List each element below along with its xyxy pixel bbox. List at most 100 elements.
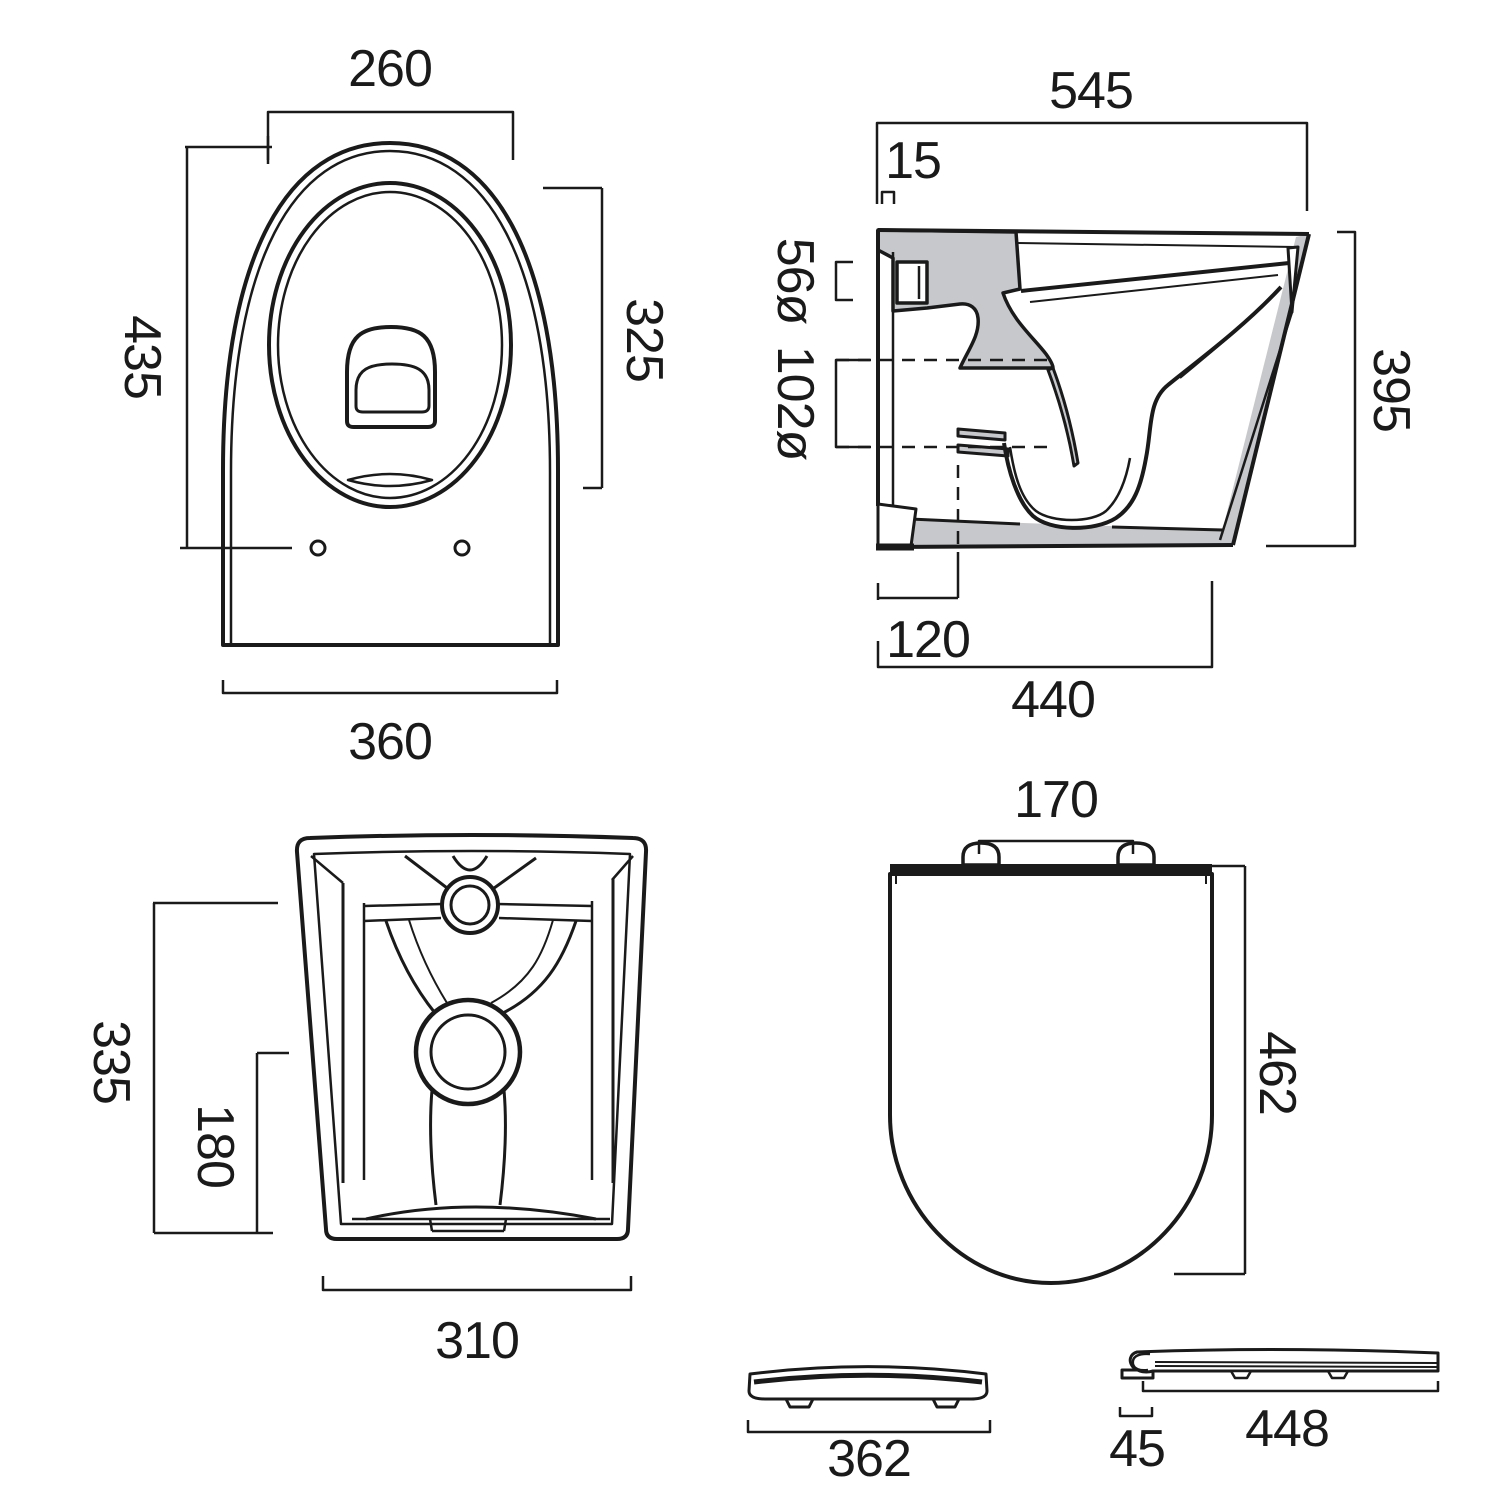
dim-335: 335 <box>82 901 278 1235</box>
hinge-bump-right <box>1116 841 1156 867</box>
dim-395: 395 <box>1266 230 1420 548</box>
rear-view: 335 180 310 <box>82 833 649 1370</box>
seat-side-bumper-left <box>1229 1369 1253 1380</box>
dim-180: 180 <box>186 1051 289 1233</box>
rear-inner-contour <box>312 849 632 1226</box>
outlet-wall-step-upper <box>956 427 1007 442</box>
sump-inner-line <box>1008 446 1132 522</box>
base-top-line-left <box>909 517 1021 526</box>
rear-corner-diagonal-left <box>310 855 344 884</box>
dim-325-bracket <box>543 186 604 490</box>
seat-front-band <box>753 1372 983 1385</box>
inlet-boss-inner <box>449 884 491 926</box>
dim-260-label: 260 <box>348 40 432 98</box>
seat-side-outline <box>1128 1347 1440 1374</box>
dim-15-bracket <box>880 190 896 204</box>
dim-440: 440 <box>876 581 1214 729</box>
funnel-right <box>502 920 578 1015</box>
base-top-line-right <box>1111 525 1224 532</box>
dim-462-label: 462 <box>1248 1031 1306 1115</box>
dim-462: 462 <box>1174 864 1306 1276</box>
pan-inner-contour-path <box>229 149 552 645</box>
lower-channel-right <box>498 1089 507 1206</box>
dim-360-label: 360 <box>348 713 432 771</box>
dim-325-label: 325 <box>615 298 673 382</box>
dim-102-label: 102ø <box>766 346 824 461</box>
dim-335-bracket <box>152 901 278 1235</box>
dim-170-bracket <box>977 839 1135 854</box>
dim-448: 448 <box>1141 1381 1440 1458</box>
funnel-left <box>384 920 437 1014</box>
dim-440-label: 440 <box>1011 671 1095 729</box>
funnel-right-inner <box>490 919 554 1004</box>
dim-360-bracket <box>221 680 559 695</box>
seat-side-hinge-curl <box>1131 1352 1151 1372</box>
dim-120-bracket <box>876 552 960 600</box>
water-line-lens <box>346 472 434 488</box>
dim-435-label: 435 <box>113 315 171 399</box>
dim-310: 310 <box>321 1276 633 1370</box>
dim-260: 260 <box>266 40 515 160</box>
seat-lid-outline <box>888 872 1214 1285</box>
dim-545: 545 <box>875 62 1309 211</box>
top-edge-line <box>877 228 1310 236</box>
seat-surface-line <box>1020 261 1290 293</box>
rear-corner-diagonal-right <box>611 855 634 881</box>
dim-180-bracket <box>255 1051 289 1233</box>
rim-surface-line <box>1017 242 1297 248</box>
dim-448-label: 448 <box>1245 1400 1329 1458</box>
front-outer-line <box>1231 233 1311 546</box>
dim-435: 435 <box>113 136 292 550</box>
dim-310-label: 310 <box>435 1312 519 1370</box>
seat-surface-line-2 <box>1029 274 1279 303</box>
rear-bottom-step <box>428 1218 508 1233</box>
lower-channel-left <box>429 1089 438 1206</box>
bowl-inner-wall <box>1002 285 1283 530</box>
dim-310-bracket <box>321 1276 633 1292</box>
inlet-spigot <box>895 260 929 305</box>
seat-side-profile: 448 45 <box>1109 1347 1440 1478</box>
flush-channel-back-edge <box>1046 366 1080 468</box>
top-notch-arc <box>451 855 489 872</box>
bowl-inner-wall-2 <box>1179 294 1273 379</box>
dim-360: 360 <box>221 680 559 771</box>
front-inner-line <box>1218 311 1294 541</box>
seat-side-split-line-upper <box>1154 1361 1438 1364</box>
base-section-fill <box>898 519 1233 547</box>
hinge-bar-underline <box>895 874 1207 884</box>
dim-462-bracket <box>1174 864 1247 1276</box>
dim-56-bracket <box>834 260 853 302</box>
rear-bottom-arc <box>365 1205 597 1221</box>
seat-side-bumper-right <box>1326 1369 1350 1380</box>
dim-325: 325 <box>543 186 673 490</box>
seat-plan-view: 170 462 <box>888 771 1306 1285</box>
back-shoe <box>876 502 918 548</box>
dim-362-label: 362 <box>827 1430 911 1488</box>
seat-front-foot-left <box>784 1397 815 1409</box>
dim-170: 170 <box>977 771 1135 854</box>
dim-56: 56ø <box>766 238 853 325</box>
inlet-vee-right <box>489 856 537 893</box>
dim-102-bracket <box>834 358 870 449</box>
trap-outline-inner <box>354 362 431 414</box>
dim-170-label: 170 <box>1014 771 1098 829</box>
dim-15: 15 <box>880 132 942 204</box>
dim-545-bracket <box>875 121 1309 211</box>
fixing-hole-right <box>453 539 471 557</box>
dim-45-label: 45 <box>1109 1420 1165 1478</box>
dim-395-label: 395 <box>1362 348 1420 432</box>
dim-335-label: 335 <box>82 1020 140 1104</box>
dim-120: 120 <box>876 552 971 669</box>
dim-102: 102ø <box>766 346 870 461</box>
bottom-edge-line <box>877 543 1234 549</box>
dim-120-label: 120 <box>886 611 970 669</box>
seat-side-split-line-lower <box>1154 1365 1438 1368</box>
fixing-hole-left <box>309 539 327 557</box>
side-section-view: 545 15 56ø 102ø 395 120 440 <box>766 62 1420 729</box>
dim-45-bracket <box>1118 1407 1154 1418</box>
hinge-bar <box>890 864 1212 874</box>
dim-435-bracket <box>180 136 292 550</box>
inlet-vee-left <box>404 854 452 893</box>
